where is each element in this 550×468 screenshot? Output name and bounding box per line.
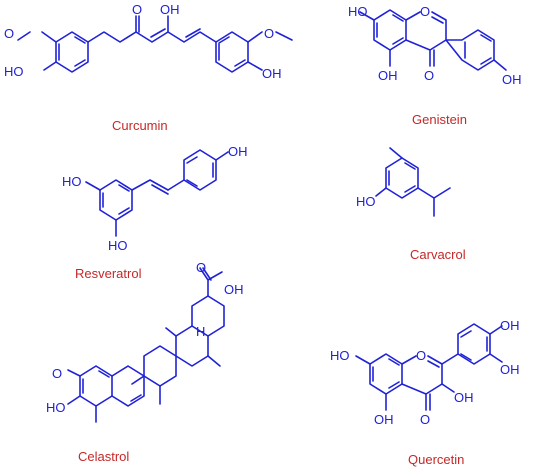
atom-label: H [196,324,205,339]
atom-label: O [416,348,426,363]
caption-carvacrol: Carvacrol [410,247,466,262]
atom-label: OH [454,390,474,405]
atom-label: HO [62,174,82,189]
atom-label: OH [160,2,180,17]
atom-label: O [52,366,62,381]
atom-label: OH [262,66,282,81]
atom-label: OH [374,412,394,427]
atom-label: O [196,260,206,275]
atom-label: OH [500,318,520,333]
atom-label: O [264,26,274,41]
atom-label: OH [378,68,398,83]
resveratrol-structure: HO HO OH [62,144,248,253]
atom-label: O [420,412,430,427]
quercetin-structure: O HO OH O OH OH OH [330,318,520,427]
atom-label: O [132,2,142,17]
caption-celastrol: Celastrol [78,449,130,464]
curcumin-structure: O HO O OH O OH [4,2,293,81]
carvacrol-structure: HO [356,147,451,217]
atom-label: HO [348,4,368,19]
caption-quercetin: Quercetin [408,452,465,467]
atom-label: O [424,68,434,83]
atom-label: OH [502,72,522,87]
atom-label: HO [46,400,66,415]
atom-label: O [420,4,430,19]
atom-label: HO [356,194,376,209]
genistein-structure: O HO OH O OH [348,4,522,87]
atom-label: OH [228,144,248,159]
caption-curcumin: Curcumin [112,118,168,133]
atom-label: OH [500,362,520,377]
atom-label: OH [224,282,244,297]
caption-resveratrol: Resveratrol [75,266,142,281]
atom-label: O [4,26,14,41]
caption-genistein: Genistein [412,112,467,127]
atom-label: HO [330,348,350,363]
atom-label: HO [4,64,24,79]
celastrol-structure: O HO H O OH [46,260,244,423]
atom-label: HO [108,238,128,253]
